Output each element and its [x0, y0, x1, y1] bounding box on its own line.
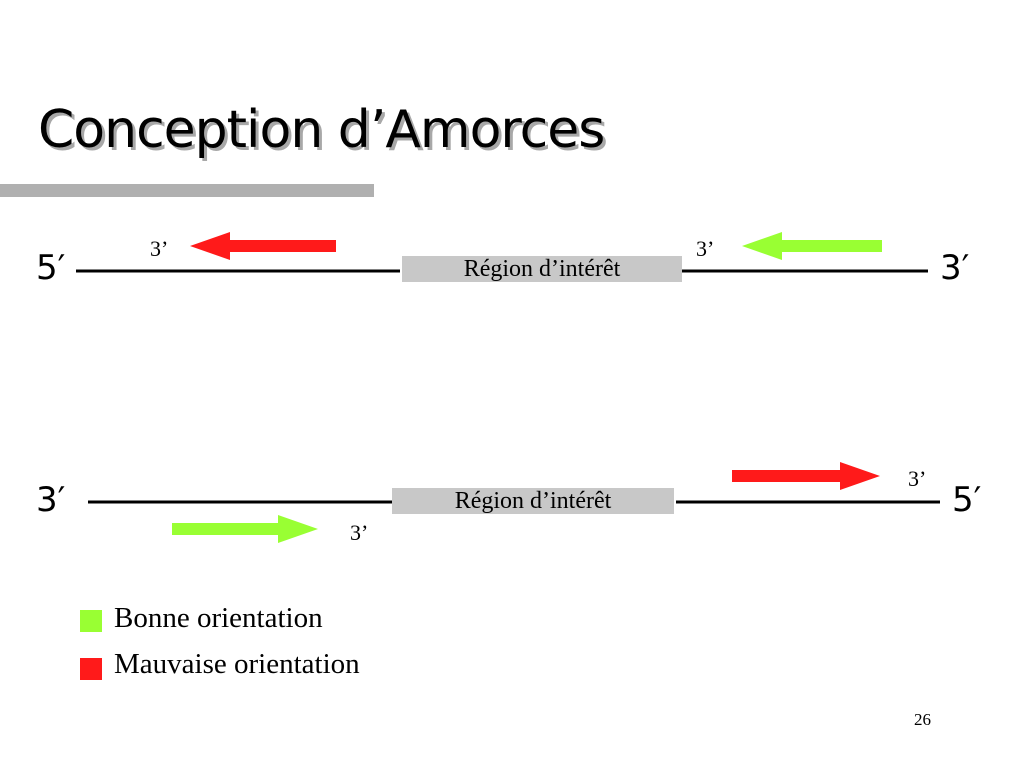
bottom-left-primer-label: 3’ [350, 520, 369, 545]
legend-swatch-bad [80, 658, 102, 680]
legend-label-bad: Mauvaise orientation [114, 648, 360, 680]
top-left-primer-arrow [190, 232, 336, 260]
top-right-primer-head [742, 232, 782, 260]
page-number: 26 [914, 710, 931, 729]
bottom-right-primer-shaft [732, 470, 846, 482]
slide-title: Conception d’Amorces [38, 100, 605, 160]
bottom-left-primer-head [278, 515, 318, 543]
top-right-primer-label: 3’ [696, 236, 715, 261]
top-strand-left-end: 5′ [36, 248, 66, 288]
top-right-primer-arrow [742, 232, 882, 260]
bottom-left-primer-shaft [172, 523, 284, 535]
bottom-strand-right-end: 5′ [952, 480, 982, 520]
top-right-primer-shaft [776, 240, 882, 252]
bottom-strand-left-end: 3′ [36, 480, 66, 520]
top-left-primer-shaft [224, 240, 336, 252]
bottom-region-of-interest: Région d’intérêt [392, 488, 674, 514]
bottom-right-primer-arrow [732, 462, 880, 490]
bottom-right-primer-head [840, 462, 880, 490]
legend-swatch-good [80, 610, 102, 632]
top-left-primer-head [190, 232, 230, 260]
top-left-primer-label: 3’ [150, 236, 169, 261]
legend-label-good: Bonne orientation [114, 602, 323, 634]
bottom-right-primer-label: 3’ [908, 466, 927, 491]
title-underline-bar [0, 184, 374, 197]
top-strand-right-end: 3′ [940, 248, 970, 288]
bottom-left-primer-arrow [172, 515, 318, 543]
top-region-of-interest: Région d’intérêt [402, 256, 682, 282]
